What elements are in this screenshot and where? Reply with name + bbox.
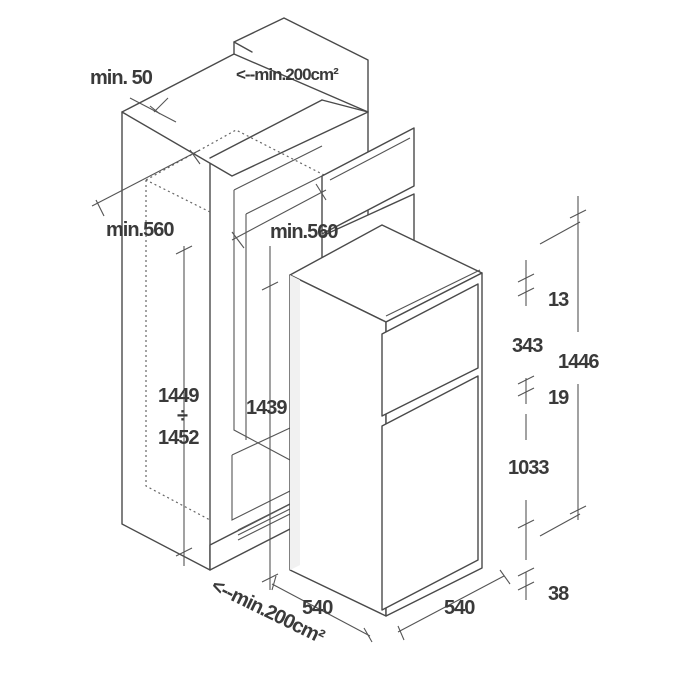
label-inner-width: min.560 xyxy=(270,221,338,243)
label-min50: min. 50 xyxy=(90,67,153,89)
label-vent-top: <--min.200cm² xyxy=(236,65,339,84)
label-width: 540 xyxy=(444,597,475,619)
label-niche-height-b: 1452 xyxy=(158,427,199,449)
label-19: 19 xyxy=(548,387,569,409)
cabinet-plinth xyxy=(209,502,293,571)
label-depth: 540 xyxy=(302,597,333,619)
label-38: 38 xyxy=(548,583,569,605)
upper-door-1 xyxy=(321,127,415,235)
label-343: 343 xyxy=(512,335,543,357)
label-13: 13 xyxy=(548,289,569,311)
cabinet-side-panel xyxy=(121,111,211,571)
fridge-side xyxy=(289,274,387,617)
label-inner-height: 1439 xyxy=(246,397,287,419)
freezer-door xyxy=(381,283,479,417)
label-niche-height-a: 1449 xyxy=(158,385,199,407)
cabinet-back-upper xyxy=(233,17,369,113)
label-1446: 1446 xyxy=(558,351,599,373)
label-niche-height-sep: ÷ xyxy=(177,405,188,427)
fridge-door xyxy=(381,375,479,611)
fridge xyxy=(289,224,483,617)
cabinet xyxy=(121,17,369,571)
dimension-lines xyxy=(91,97,587,643)
label-1033: 1033 xyxy=(508,457,549,479)
label-niche-width: min.560 xyxy=(106,219,174,241)
